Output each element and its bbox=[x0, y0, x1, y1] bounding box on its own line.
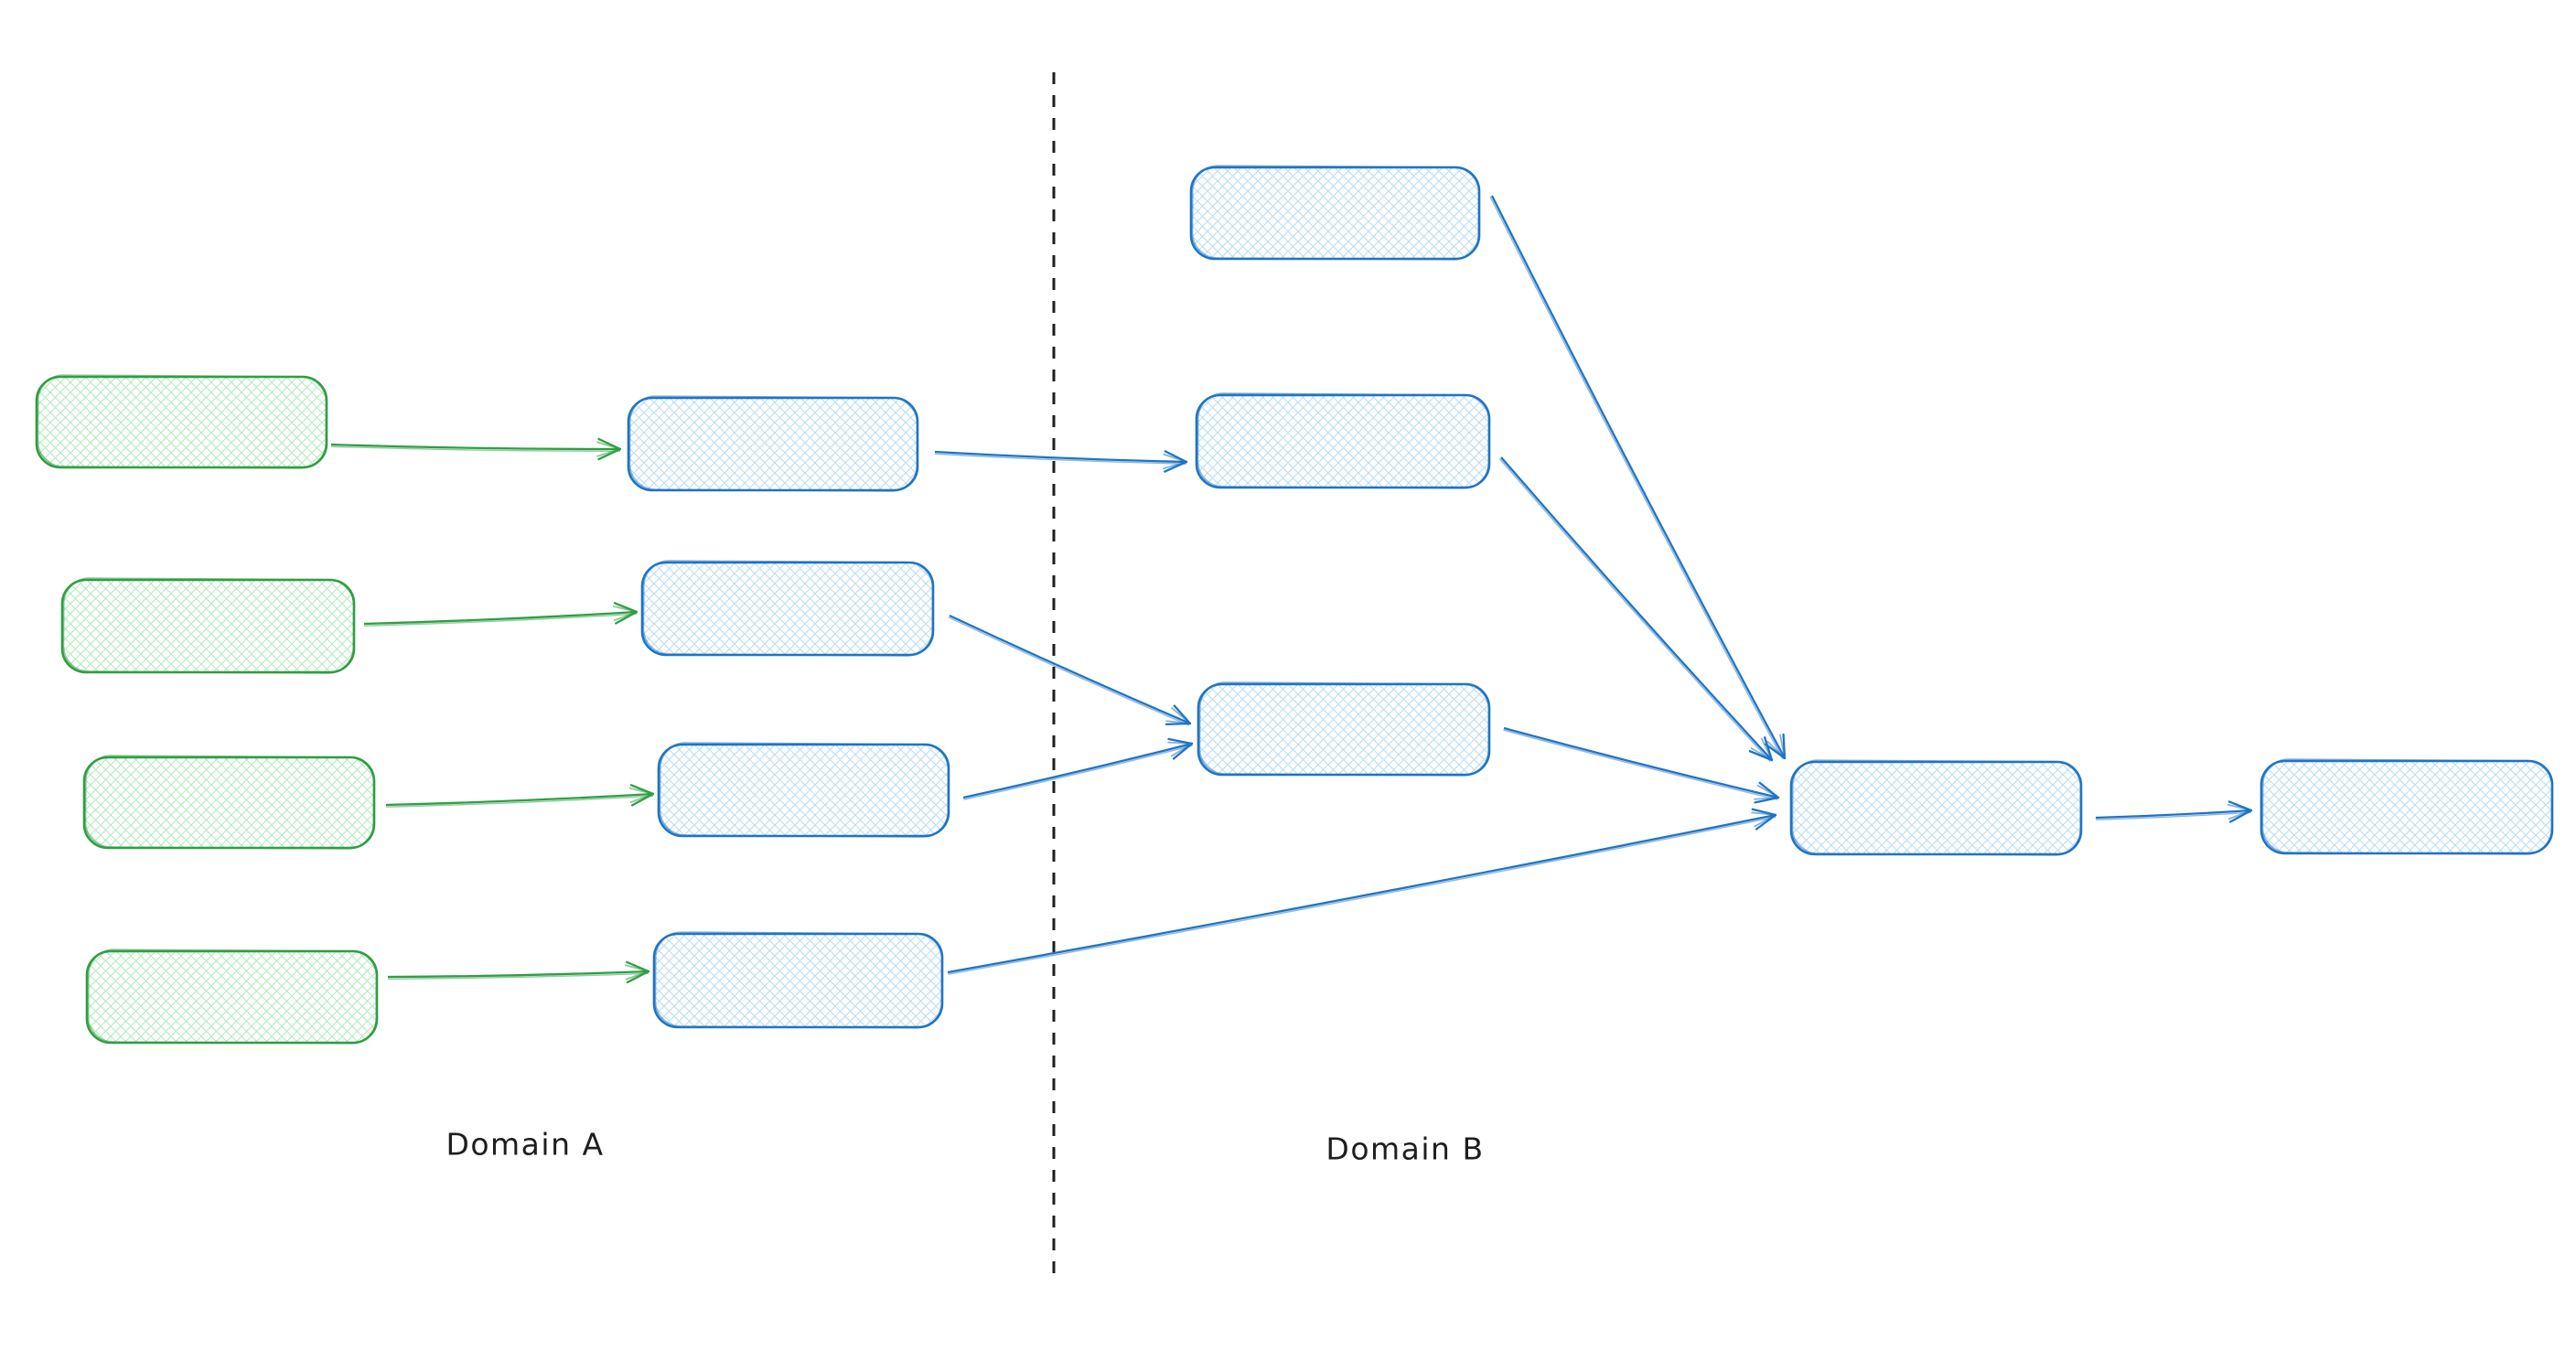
domain-a-label[interactable]: Domain A bbox=[445, 1126, 605, 1163]
edge-a1-bmid[interactable] bbox=[934, 450, 1188, 473]
edge-blow-hub[interactable] bbox=[1503, 726, 1780, 804]
edge-bmid-hub[interactable] bbox=[1498, 456, 1774, 762]
node-green-box-2[interactable] bbox=[60, 577, 356, 674]
edge-btop-hub[interactable] bbox=[1489, 195, 1787, 760]
node-green-box-1[interactable] bbox=[35, 374, 328, 469]
domain-b-label[interactable]: Domain B bbox=[1326, 1131, 1485, 1167]
edge-green4-a4[interactable] bbox=[387, 960, 650, 984]
node-blue-box-a3[interactable] bbox=[657, 742, 950, 838]
node-blue-box-b-mid[interactable] bbox=[1195, 392, 1491, 489]
node-blue-box-a1[interactable] bbox=[627, 395, 919, 492]
edge-a3-blow[interactable] bbox=[962, 737, 1194, 800]
edge-green2-a2[interactable] bbox=[363, 602, 639, 627]
node-blue-box-hub[interactable] bbox=[1789, 759, 2083, 856]
edge-green1-a1[interactable] bbox=[330, 437, 622, 461]
edge-a2-blow[interactable] bbox=[948, 614, 1192, 726]
edge-green3-a3[interactable] bbox=[385, 784, 655, 808]
node-blue-box-final[interactable] bbox=[2259, 758, 2554, 855]
node-green-box-4[interactable] bbox=[85, 949, 379, 1045]
node-blue-box-b-top[interactable] bbox=[1189, 165, 1481, 261]
node-green-box-3[interactable] bbox=[82, 755, 376, 850]
node-blue-box-a2[interactable] bbox=[640, 560, 935, 657]
edge-a4-hub[interactable] bbox=[947, 808, 1777, 975]
node-blue-box-a4[interactable] bbox=[652, 931, 944, 1029]
node-blue-box-b-low[interactable] bbox=[1197, 681, 1491, 777]
edge-hub-final[interactable] bbox=[2095, 800, 2253, 823]
